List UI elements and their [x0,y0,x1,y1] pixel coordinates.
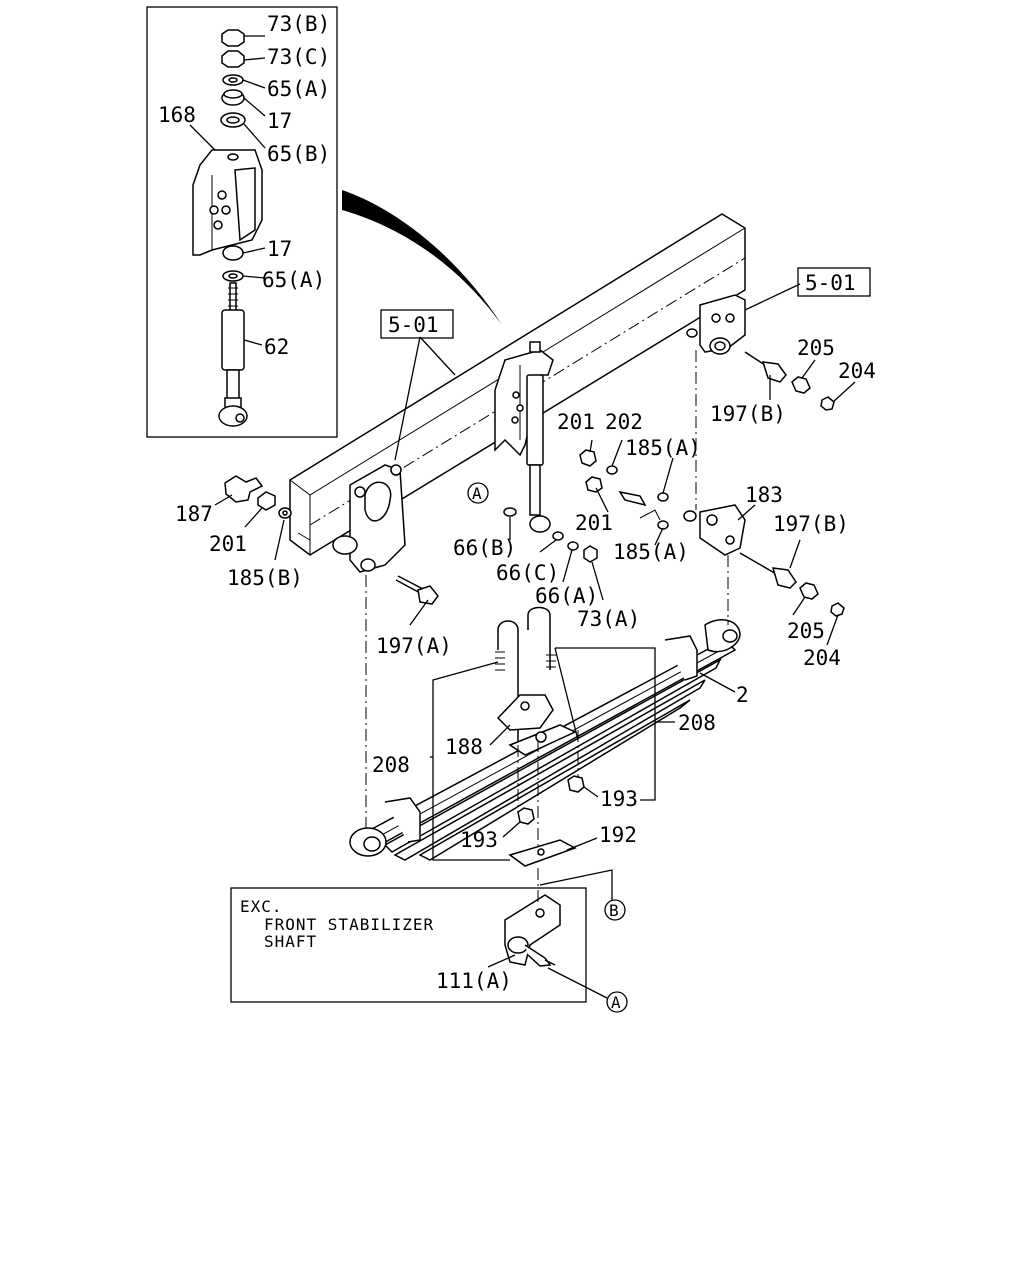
front-spring-hanger [332,464,406,573]
washer-66b [503,507,517,517]
label-193-left: 193 [460,828,498,852]
ref-box-501-left [380,309,454,339]
label-62: 62 [264,335,289,359]
label-66a: 66(A) [535,584,598,608]
label-204-bottom: 204 [803,646,841,670]
label-185a-top: 185(A) [625,436,701,460]
nut-73a [583,545,598,563]
label-192: 192 [599,823,637,847]
shock-absorber-inset: 73(B) 73(C) 65(A) 17 168 65(B) 17 65(A) … [146,6,338,438]
nut-193-right [567,775,585,793]
label-circle-a-top: A [472,484,483,503]
spacer-plate [508,724,577,756]
right-upper-hardware [579,449,669,530]
label-197b-bottom: 197(B) [773,512,849,536]
label-2: 2 [736,683,749,707]
label-208-left: 208 [372,753,410,777]
label-17-mid: 17 [267,237,292,261]
label-65a-top: 65(A) [267,77,330,101]
shackle-183 [618,490,746,556]
label-circle-b: B [609,901,620,920]
shock-absorber-62 [218,282,248,427]
label-73a: 73(A) [577,607,640,631]
label-197b-top: 197(B) [710,402,786,426]
label-205-top: 205 [797,336,835,360]
bolt-197b-bottom [739,552,845,617]
ref-box-501-right [797,267,871,297]
note-line-2: FRONT STABILIZER [264,915,434,934]
label-circle-a-bottom: A [611,993,622,1012]
note-line-1: EXC. [240,897,283,916]
detail-callout-arrow [342,190,502,325]
label-185b: 185(B) [227,566,303,590]
nut-193-left [517,807,535,825]
inset-frame [146,6,338,438]
label-111a: 111(A) [436,969,512,993]
label-185a-bottom: 185(A) [613,540,689,564]
label-66c: 66(C) [496,561,559,585]
label-168: 168 [158,103,196,127]
label-201-left: 201 [209,532,247,556]
label-188: 188 [445,735,483,759]
label-201-right: 201 [557,410,595,434]
bolt-197a [395,575,439,605]
label-197a: 197(A) [376,634,452,658]
pad-188 [496,694,554,731]
circle-a-bottom [606,991,628,1013]
label-193-right: 193 [600,787,638,811]
washer-66a [567,541,579,551]
circle-b [604,899,626,921]
stabilizer-frame [230,887,587,1003]
label-201-mid: 201 [575,511,613,535]
rear-spring-hanger [686,294,746,355]
label-ref-501-left: 5-01 [388,313,439,337]
bolt-197b-top [744,351,835,411]
label-65a-mid: 65(A) [262,268,325,292]
label-204-top: 204 [838,359,876,383]
bushing-17-lower [222,245,244,261]
circle-a-top [467,482,489,504]
label-73b: 73(B) [267,12,330,36]
bracket-168 [192,149,263,256]
label-205-bottom: 205 [787,619,825,643]
label-202: 202 [605,410,643,434]
label-65b: 65(B) [267,142,330,166]
label-187: 187 [175,502,213,526]
left-hardware [224,475,292,519]
shock-absorber-mounted [494,341,554,533]
label-17-top: 17 [267,109,292,133]
stabilizer-inset [230,887,587,1003]
hardware-stack [220,29,246,128]
label-208-right: 208 [678,711,716,735]
label-ref-501-right: 5-01 [805,271,856,295]
label-73c: 73(C) [267,45,330,69]
label-66b: 66(B) [453,536,516,560]
washer-66c [552,531,564,541]
leader-lines [214,283,856,999]
label-183: 183 [745,483,783,507]
note-line-3: SHAFT [264,932,317,951]
